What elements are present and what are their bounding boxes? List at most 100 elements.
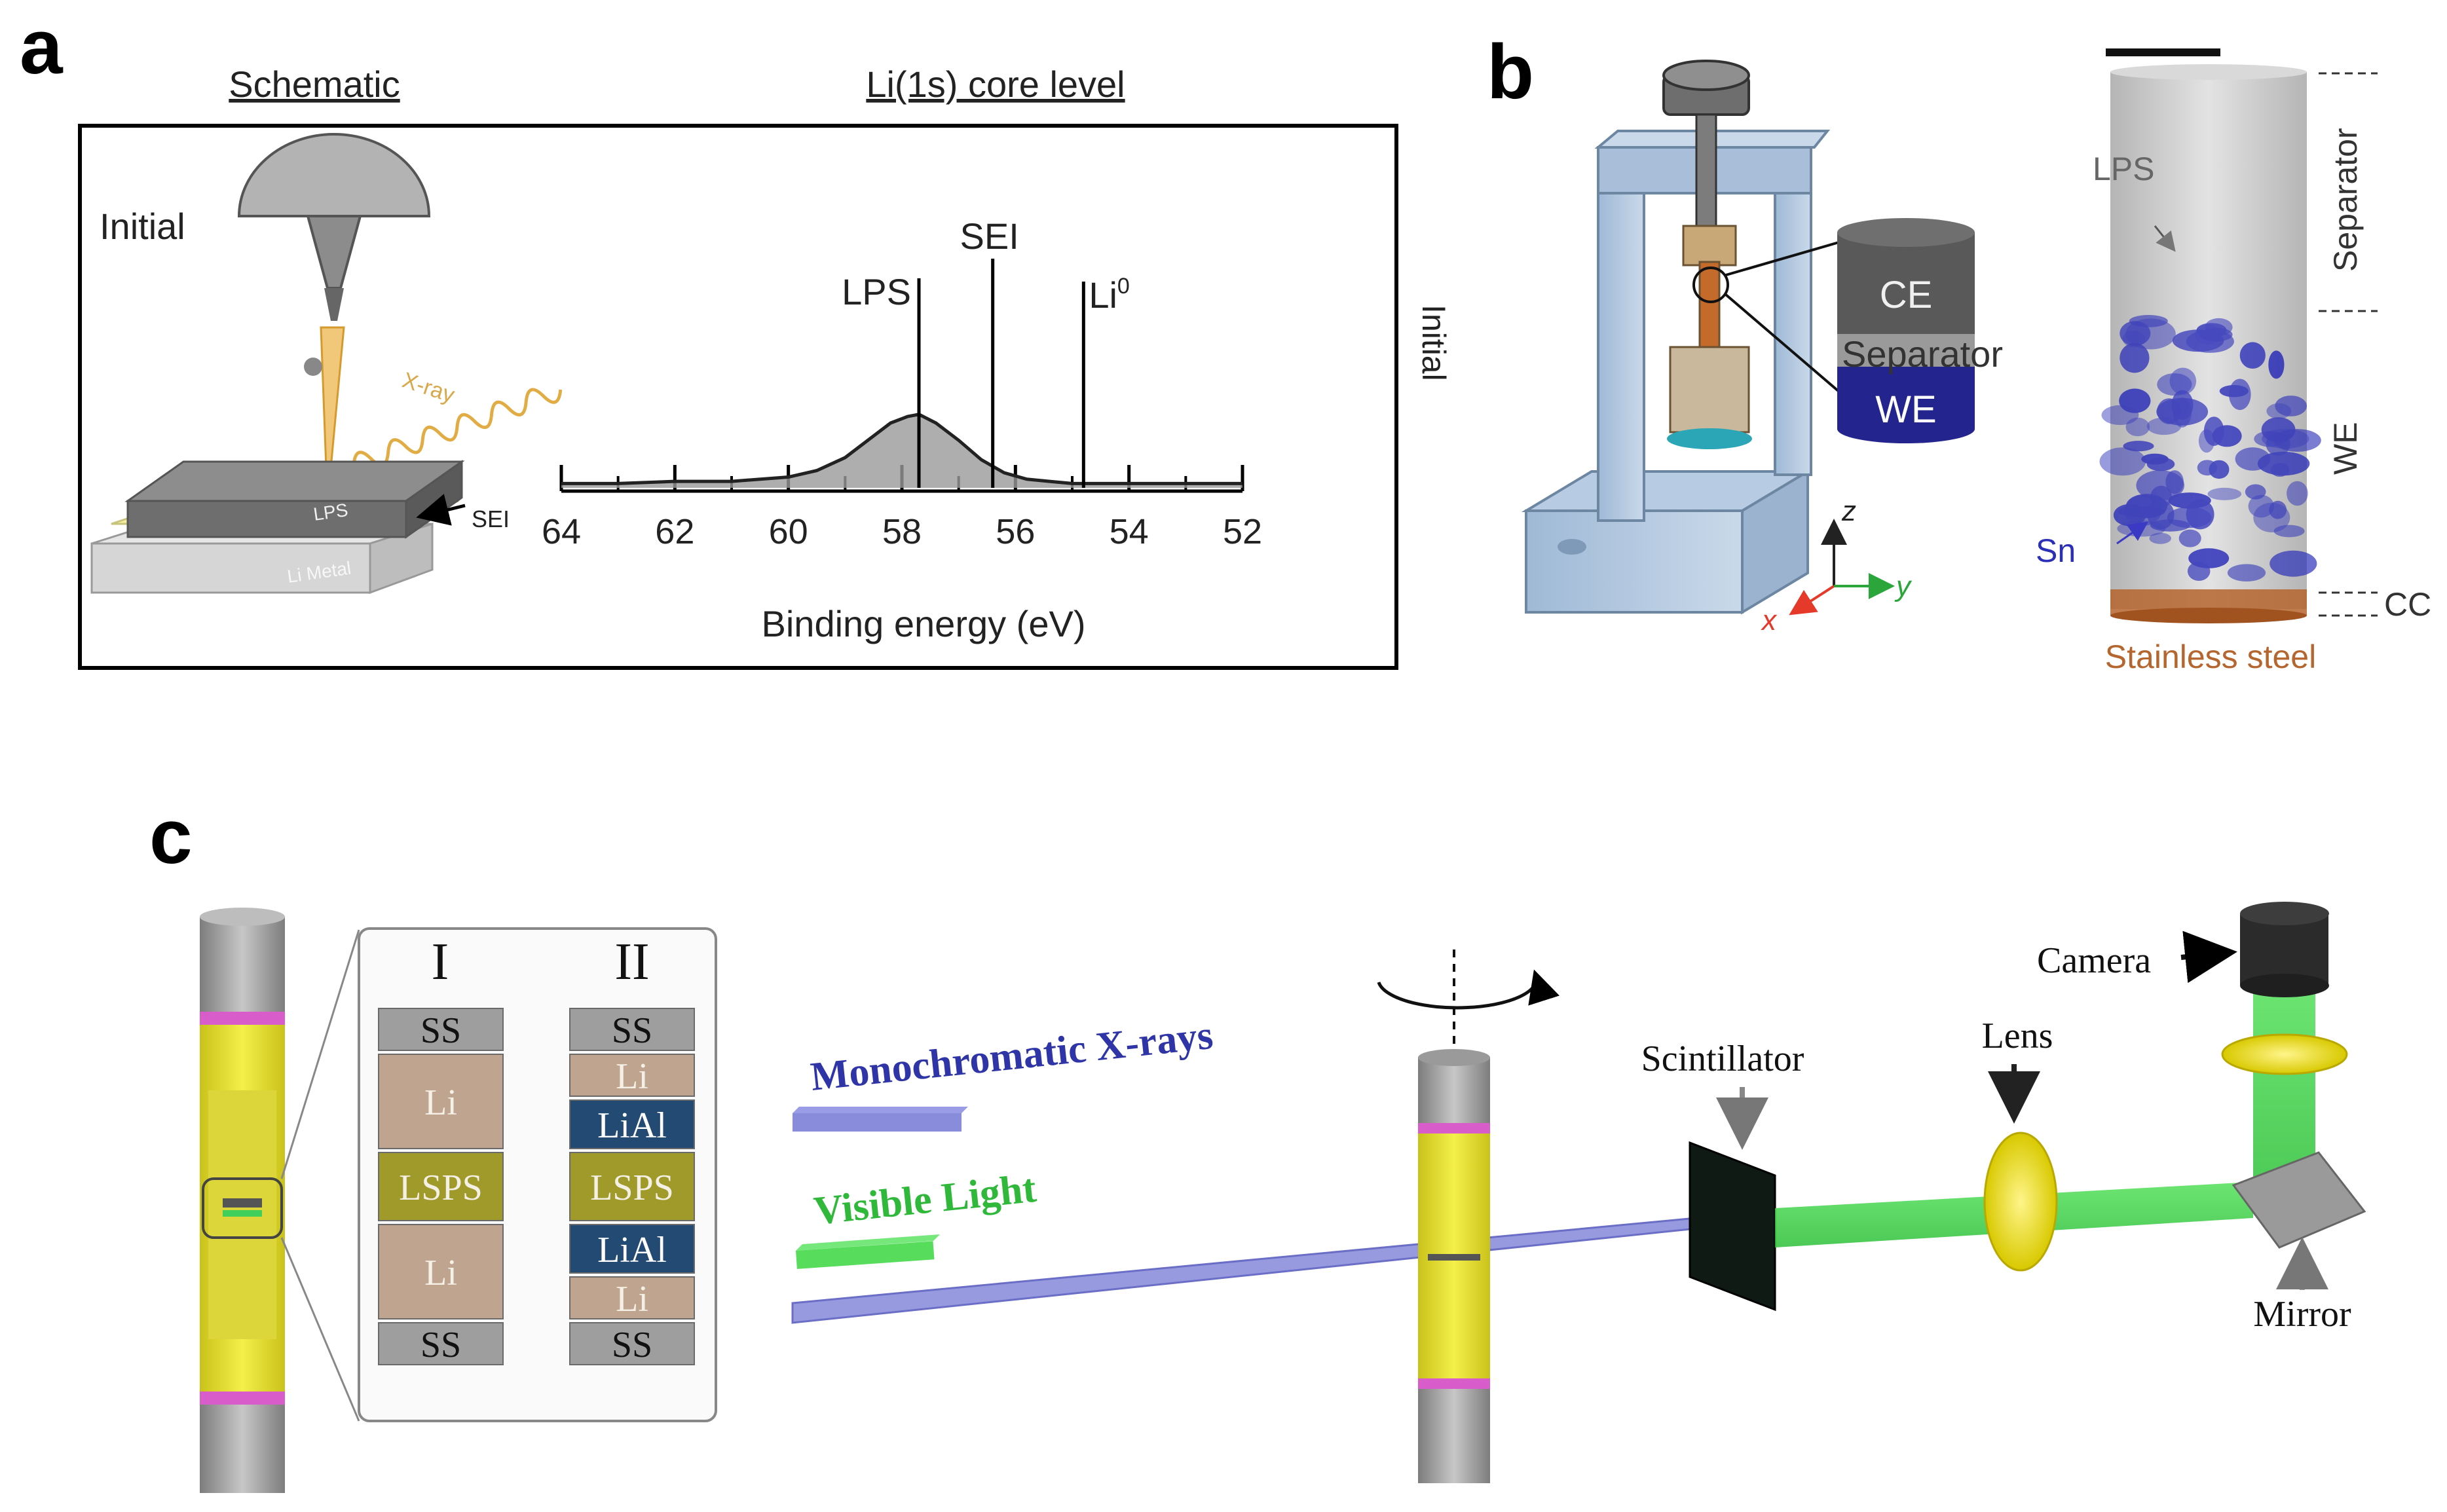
layer-lsps [378,1152,504,1221]
column-we-label: WE [2327,422,2364,475]
sei-pointer-label: SEI [472,506,510,532]
scintillator-label: Scintillator [1641,1039,1804,1079]
sn-particle [2209,460,2230,479]
cell-holder-icon [1521,60,1851,615]
sn-particle [2099,447,2146,476]
stack-separator-label: Separator [1842,333,2003,375]
sn-particle [2199,327,2233,342]
main-xray-beam [791,1217,1705,1324]
mirror-icon [2232,1151,2366,1249]
column-separator-label: Separator [2327,128,2364,272]
x-axis-title: Binding energy (eV) [762,603,1086,644]
spectrum-area [561,414,1242,488]
sn-particle [2119,388,2151,413]
layer-ss [569,1008,695,1051]
sn-particles [2099,315,2321,581]
sn-particle [2141,453,2169,465]
layer-li [569,1054,695,1097]
layer-label: SS [612,1325,652,1365]
panel-a: a Schematic Li(1s) core level Initial X-… [20,4,1452,670]
xray-beam-source-icon [793,1107,968,1132]
peak-label-lps: LPS [842,271,911,312]
x-tick-label: 54 [1110,512,1149,551]
schematic-title: Schematic [229,64,400,105]
camera-arrow [2180,931,2237,984]
layer-label: Li [616,1056,648,1097]
layer-label: LSPS [399,1168,483,1208]
cell-rod-icon [200,908,360,1493]
scintillator-icon [1689,1141,1776,1312]
lps-layer-label: LPS [312,500,350,525]
layer-label: Li [424,1082,457,1123]
camera-lens-icon [2221,1033,2348,1075]
sn-particle [2266,403,2292,419]
x-tick-label: 52 [1223,512,1262,551]
sei-pointer-arrow [416,494,466,526]
panel-letter-a: a [20,4,64,90]
electrode-stack-icon [1837,218,1975,443]
camera-label: Camera [2037,940,2151,981]
panel-letter-c: c [149,794,193,880]
tomography-column [2099,48,2378,623]
sn-particle [2120,321,2151,346]
x-tick-label: 62 [655,512,694,551]
sn-particle [2287,481,2308,506]
sn-particle [2227,564,2266,581]
spectrum-title: Li(1s) core level [866,64,1125,105]
layer-li [378,1224,504,1319]
sn-particle [2270,550,2317,577]
sn-particle [2219,385,2249,397]
initial-label: Initial [100,206,185,247]
mirror-label: Mirror [2253,1294,2351,1335]
axis-y-label: y [1894,570,1913,602]
column-cc-label: CC [2384,586,2431,623]
sn-particle [2123,441,2154,452]
column-stainless-label: Stainless steel [2105,638,2316,675]
axis-z-label: z [1841,495,1856,527]
column-sn-label: Sn [2036,532,2076,569]
lens-label: Lens [1982,1016,2053,1056]
sn-particle [2156,397,2209,426]
camera-icon [2240,902,2329,997]
config-II-title: II [614,933,649,991]
sn-particle [2188,548,2230,568]
xray-beam-label: Monochromatic X-rays [808,1013,1215,1099]
sn-particle [2239,342,2266,369]
layer-lial [569,1099,695,1149]
sn-particle [2198,429,2215,453]
config-I-title: I [432,933,449,991]
panel-a-frame [78,124,1398,670]
layer-label: Li [424,1253,457,1293]
sn-particle [2207,487,2242,500]
sn-particle [2122,330,2145,348]
layer-lsps [569,1152,695,1221]
sn-particle [2157,373,2192,396]
peak-label-li0: Li0 [1089,274,1130,316]
stack-ce-label: CE [1880,274,1933,316]
layer-ss [378,1008,504,1051]
panel-a-side-label: Initial [1415,304,1452,381]
sn-particle [2165,470,2184,494]
stack-we-label: WE [1875,388,1936,431]
x-tick-label: 60 [769,512,808,551]
sn-particle [2149,532,2171,544]
sn-particle [2248,494,2274,518]
layer-label: LiAl [597,1230,667,1270]
layer-label: LSPS [590,1168,674,1208]
panel-b: b [1487,29,2431,675]
sn-particle [2167,507,2212,528]
x-tick-label: 58 [882,512,922,551]
axis-x-label: x [1761,604,1778,636]
sample-stack [90,460,465,595]
peak-label-sei: SEI [960,215,1019,257]
coordinate-axes-icon [1789,519,1895,616]
layer-label: SS [612,1010,652,1051]
sn-particle [2268,350,2285,379]
lens-icon [1983,1132,2058,1272]
layer-li [569,1276,695,1319]
sn-particle [2261,417,2296,443]
layer-li [378,1054,504,1149]
sn-particle [2120,342,2150,373]
